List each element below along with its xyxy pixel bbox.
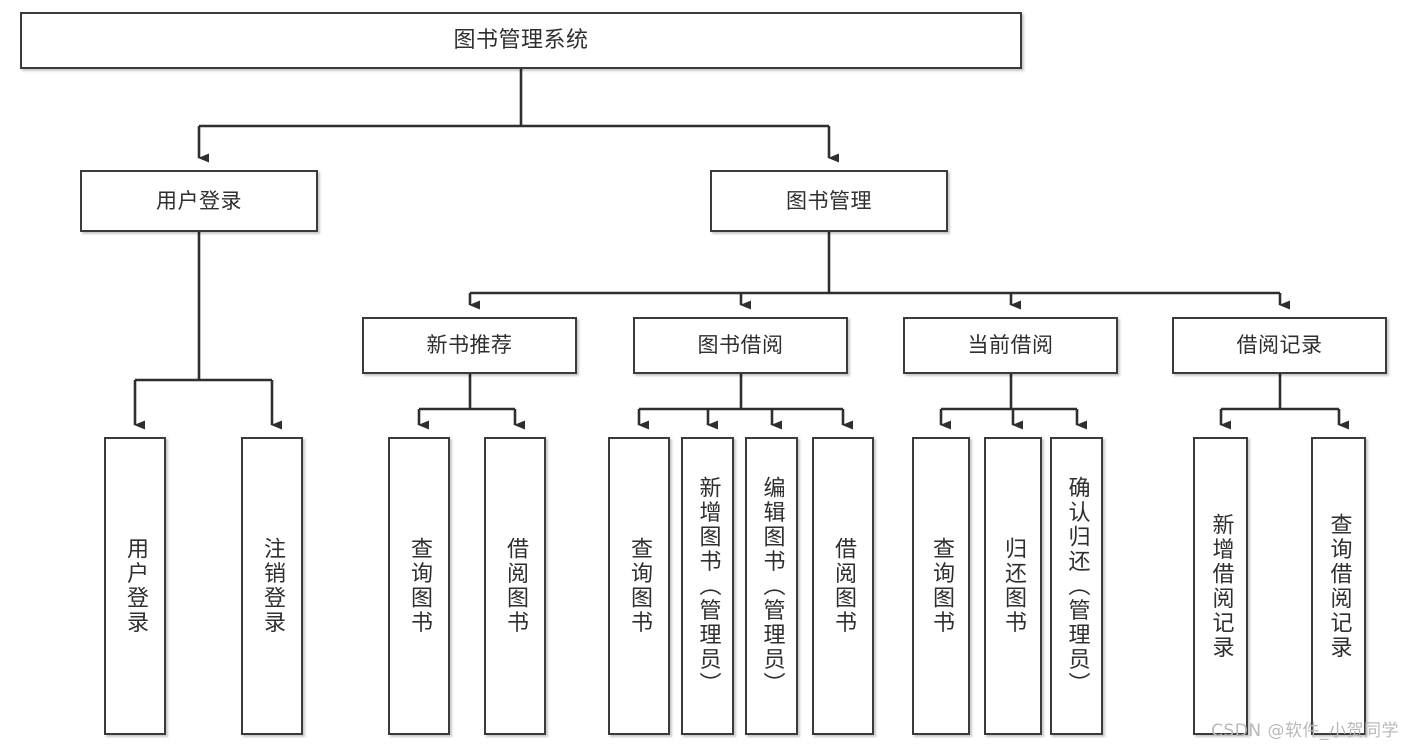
node-box-l8[interactable]: 借阅图书 [812, 437, 874, 735]
node-label: 注销登录 [260, 537, 285, 635]
edge-group [133, 69, 1349, 430]
node-label: 借阅图书 [831, 537, 856, 635]
node-box-l7[interactable]: 编辑图书（管理员） [745, 437, 798, 735]
node-box-l10[interactable]: 归还图书 [984, 437, 1042, 735]
node-box-l12[interactable]: 新增借阅记录 [1193, 437, 1248, 735]
node-label: 编辑图书（管理员） [759, 475, 785, 697]
node-box-root[interactable]: 图书管理系统 [20, 12, 1022, 69]
node-label: 图书借阅 [697, 333, 784, 358]
node-label: 查询图书 [407, 537, 432, 635]
node-box-l6[interactable]: 新增图书（管理员） [681, 437, 734, 735]
node-box-records[interactable]: 借阅记录 [1172, 317, 1387, 374]
node-label: 图书管理系统 [453, 27, 589, 53]
csdn-watermark: CSDN @软件_小贺同学 [1211, 721, 1399, 741]
node-box-l1[interactable]: 用户登录 [104, 437, 166, 735]
node-box-l11[interactable]: 确认归还（管理员） [1050, 437, 1103, 735]
node-box-l3[interactable]: 查询图书 [388, 437, 450, 735]
node-label: 新增图书（管理员） [695, 475, 721, 697]
node-box-login[interactable]: 用户登录 [80, 170, 318, 232]
node-label: 用户登录 [156, 188, 242, 213]
node-label: 查询借阅记录 [1326, 512, 1352, 660]
node-label: 新书推荐 [426, 333, 513, 358]
node-box-l5[interactable]: 查询图书 [608, 437, 670, 735]
node-box-l4[interactable]: 借阅图书 [484, 437, 546, 735]
node-box-bookmgmt[interactable]: 图书管理 [710, 170, 948, 232]
node-box-current[interactable]: 当前借阅 [903, 317, 1118, 374]
node-label: 确认归还（管理员） [1064, 475, 1090, 697]
node-label: 当前借阅 [967, 333, 1054, 358]
node-box-l2[interactable]: 注销登录 [241, 437, 303, 735]
node-box-newbook[interactable]: 新书推荐 [362, 317, 577, 374]
node-label: 用户登录 [123, 537, 148, 635]
node-box-borrow[interactable]: 图书借阅 [633, 317, 848, 374]
node-box-l9[interactable]: 查询图书 [912, 437, 970, 735]
node-box-l13[interactable]: 查询借阅记录 [1311, 437, 1366, 735]
node-label: 图书管理 [786, 188, 872, 213]
node-label: 查询图书 [929, 537, 954, 635]
node-label: 借阅图书 [503, 537, 528, 635]
node-label: 新增借阅记录 [1208, 512, 1234, 660]
node-label: 借阅记录 [1236, 333, 1323, 358]
node-label: 查询图书 [627, 537, 652, 635]
node-label: 归还图书 [1001, 537, 1026, 635]
